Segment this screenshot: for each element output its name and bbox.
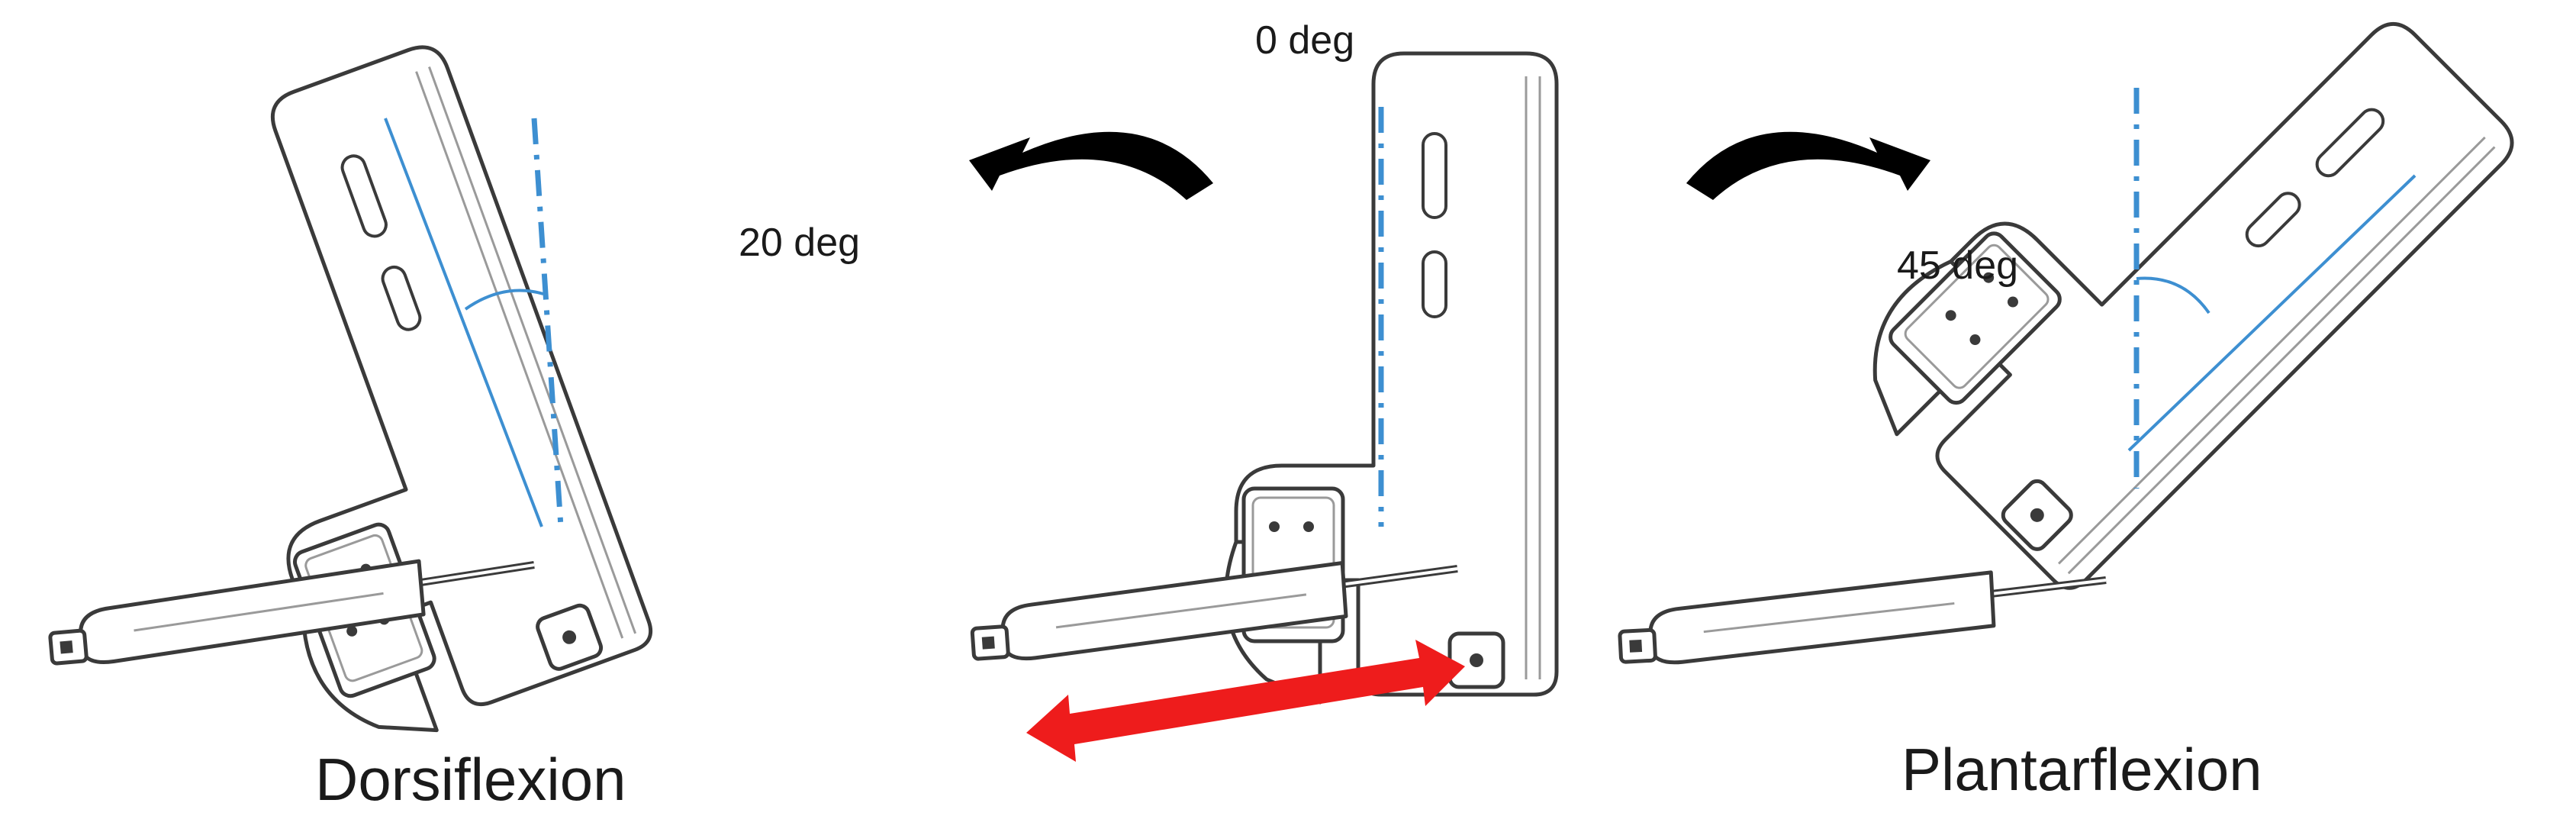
plantarflexion-caption: Plantarflexion: [1901, 736, 2262, 803]
dorsiflexion-caption: Dorsiflexion: [315, 746, 626, 813]
plantarflexion-device: [1831, 0, 2523, 602]
counterclockwise-rotation-arrow-icon: [969, 131, 1213, 200]
dorsiflexion-angle-label: 20 deg: [739, 221, 860, 265]
dorsiflexion-angle-arc: [464, 289, 544, 311]
dorsiflexion-tilted-axis: [384, 118, 543, 527]
dorsiflexion-reference-axis: [531, 118, 564, 527]
neutral-angle-label: 0 deg: [1255, 18, 1354, 63]
plantarflexion-angle-arc: [2136, 276, 2211, 314]
dorsiflexion-device: [127, 40, 659, 763]
clockwise-rotation-arrow-icon: [1686, 131, 1930, 200]
plantarflexion-angle-label: 45 deg: [1897, 244, 2018, 288]
plantarflexion-tilted-axis: [2127, 174, 2417, 452]
linear-motion-arrow-icon: [1026, 640, 1465, 762]
plantarflexion-actuator: [1618, 566, 2109, 666]
